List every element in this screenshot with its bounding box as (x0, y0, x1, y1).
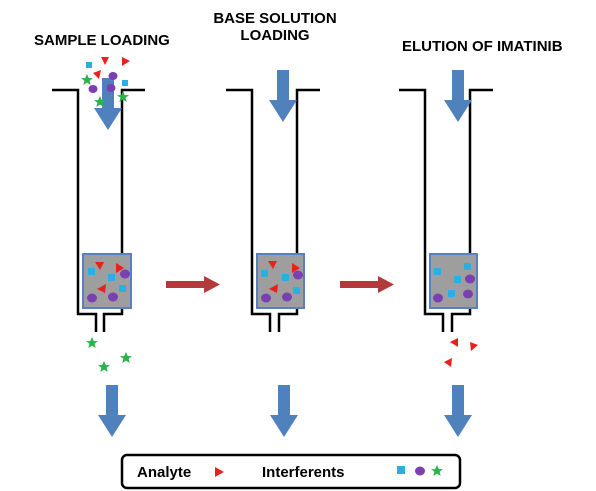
interferent-square (88, 268, 95, 275)
interferent-star (81, 74, 93, 85)
stage-title-base-solution-loading: BASE SOLUTION LOADING (200, 10, 350, 44)
analyte-particle (450, 338, 458, 347)
legend: Analyte Interferents (120, 453, 462, 490)
cartridge-outline (226, 88, 320, 332)
interferent-star (120, 352, 132, 363)
flow-arrow-out (444, 385, 472, 437)
analyte-particle (268, 261, 277, 269)
sorbent-bed (82, 253, 132, 309)
interferent-circle (108, 292, 118, 302)
legend-interferents-label: Interferents (262, 464, 345, 481)
interferent-square (293, 287, 300, 294)
flow-arrow-out (98, 385, 126, 437)
interferent-circle (433, 293, 443, 303)
interferent-circle (88, 85, 98, 93)
flow-arrow-out (270, 385, 298, 437)
interferent-square (119, 285, 126, 292)
interferent-square (86, 62, 92, 68)
interferent-star (98, 361, 110, 372)
stage-title-sample-loading: SAMPLE LOADING (34, 32, 170, 49)
interferent-circle (282, 292, 292, 302)
interferent-square (122, 80, 128, 86)
triangle-icon (215, 467, 224, 477)
interferent-circle (463, 289, 473, 299)
interferent-square (261, 270, 268, 277)
flow-arrow-in (269, 70, 297, 122)
column-base-solution (226, 70, 320, 437)
interferent-circle (106, 84, 116, 92)
analyte-particle (93, 70, 101, 79)
interferent-square (282, 274, 289, 281)
cartridge-outline (52, 88, 145, 332)
analyte-particle (97, 284, 106, 293)
interferent-circle (87, 293, 97, 303)
analyte-particle (269, 284, 278, 293)
legend-analyte-label: Analyte (137, 464, 191, 481)
interferent-square (434, 268, 441, 275)
interferent-square (448, 290, 455, 297)
stage-title-line-1: BASE SOLUTION (213, 10, 337, 27)
analyte-particle (101, 57, 109, 65)
circle-icon (415, 466, 425, 476)
interferent-circle (465, 274, 475, 284)
analyte-particle (122, 57, 130, 66)
interferent-square (108, 274, 115, 281)
legend-box (120, 453, 462, 490)
analyte-particle (470, 342, 478, 351)
interferent-circle (108, 72, 118, 80)
right-arrow-icon (340, 276, 394, 293)
column-elution (399, 70, 493, 437)
column-sample-loading (52, 57, 145, 437)
analyte-particle (292, 263, 300, 273)
stage-title-line-2: LOADING (240, 27, 310, 44)
interferent-circle (293, 270, 303, 280)
analyte-particle (444, 358, 452, 367)
analyte-particle (95, 262, 104, 270)
analyte-particle (116, 263, 124, 273)
interferent-circle (261, 293, 271, 303)
interferent-star (86, 337, 98, 348)
interferent-square (454, 276, 461, 283)
interferent-square (464, 263, 471, 270)
interferent-circle (120, 269, 130, 279)
cartridge-outline (399, 88, 493, 332)
flow-arrow-in (444, 70, 472, 122)
right-arrow-icon (166, 276, 220, 293)
square-icon (397, 466, 405, 474)
stage-title-elution: ELUTION OF IMATINIB (402, 38, 563, 55)
